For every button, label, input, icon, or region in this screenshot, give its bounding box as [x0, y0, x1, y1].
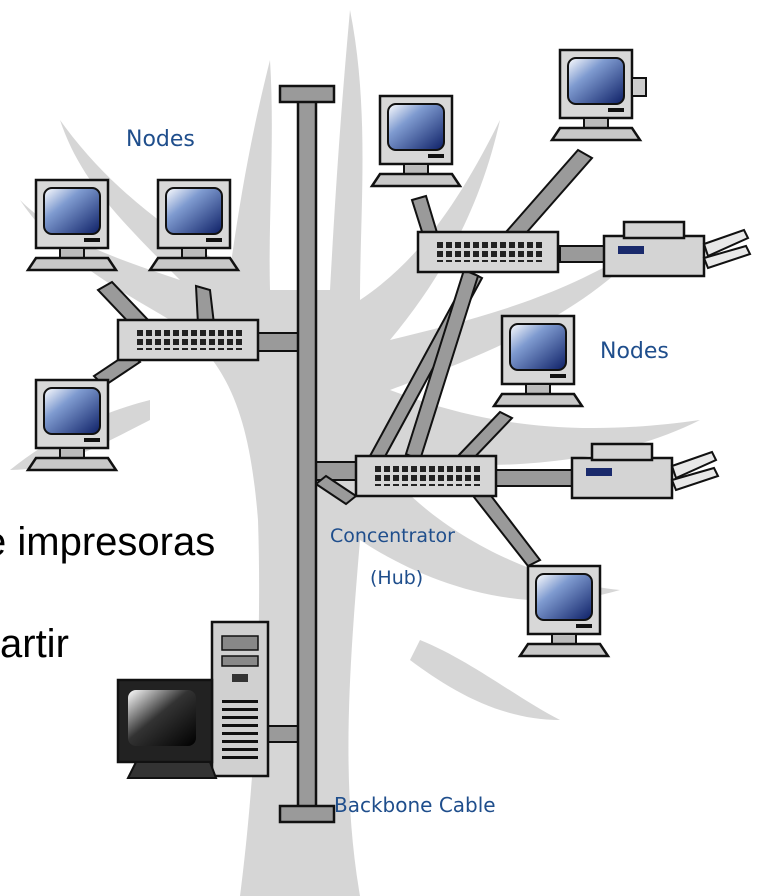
node-monitor-4	[370, 94, 462, 188]
slide-text-line-1: e impresoras	[0, 520, 216, 564]
monitor-side-tab	[631, 77, 647, 97]
hub-concentrator	[354, 454, 498, 498]
label-nodes-right: Nodes	[600, 339, 669, 364]
server-workstation	[116, 620, 270, 779]
printer-top	[602, 220, 752, 278]
label-concentrator: Concentrator	[330, 525, 455, 547]
hub-left	[116, 318, 260, 362]
backbone-cable	[278, 84, 336, 824]
hub-top-right	[416, 230, 560, 274]
printer-middle	[570, 442, 720, 500]
label-nodes-left: Nodes	[126, 127, 195, 152]
slide-text-line-2: artir	[0, 622, 69, 666]
node-monitor-7	[518, 564, 610, 658]
node-monitor-5	[550, 48, 642, 142]
label-hub: (Hub)	[370, 567, 423, 589]
label-backbone-cable: Backbone Cable	[334, 793, 496, 817]
cables	[92, 148, 607, 743]
node-monitor-6	[492, 314, 584, 408]
